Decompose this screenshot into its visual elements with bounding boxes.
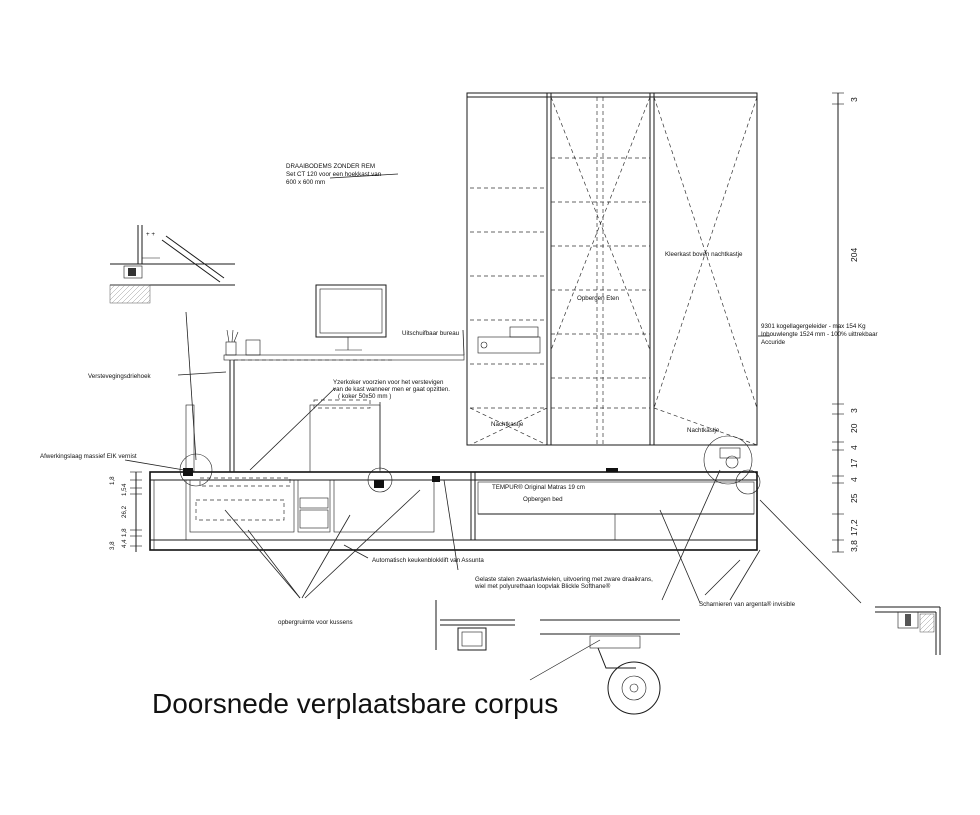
label-opbergruimte: opbergruimte voor kussens (278, 619, 353, 626)
dim-left-4: 1,8 (121, 528, 128, 537)
drawing-title: Doorsnede verplaatsbare corpus (152, 688, 559, 719)
dimension-left (130, 471, 142, 552)
label-verstevigingsdriehoek: Verstevegingsdriehoek (88, 373, 152, 380)
tall-cabinet (466, 92, 758, 446)
label-uitschuifbaar-bureau: Uitschuifbaar bureau (402, 330, 460, 337)
dim-left-0: 1,8 (109, 476, 116, 485)
dim-left-5: 4,4 (121, 539, 128, 548)
detail-caster-wheel (529, 619, 680, 715)
label-kogellager-1: 9301 kogellagergeleider - max 154 Kg (761, 323, 866, 330)
dimension-right-labels: 3 204 3 20 4 17 4 25 17,2 3,8 (849, 97, 859, 552)
dim-right-6: 4 (849, 477, 859, 482)
label-kogellager-3: Accuride (761, 339, 786, 346)
desk (185, 284, 465, 473)
dim-left-2: 1,5 (121, 487, 128, 496)
dim-right-5: 17 (849, 458, 859, 468)
label-opbergen-eten: Opbergen Eten (577, 295, 620, 302)
dim-right-3: 20 (849, 423, 859, 433)
svg-text:+ +: + + (146, 231, 155, 238)
label-nachtkastje-right: Nachtkastje (687, 427, 720, 434)
label-draaibodems-2: Set CT 120 voor een hoekkast van (286, 171, 382, 178)
label-opbergen-bed: Opbergen bed (523, 496, 563, 503)
dimension-left-labels: 1,8 4 1,5 26,2 1,8 4,4 3,8 (109, 476, 128, 550)
base-corpus (149, 435, 761, 551)
detail-right (875, 606, 941, 655)
label-keukenblokklift: Automatisch keukenblokklift van Assunta (372, 557, 484, 564)
dim-right-9: 3,8 (849, 540, 859, 552)
detail-bottom-middle (435, 600, 515, 651)
dim-left-3: 26,2 (121, 505, 128, 518)
label-zwenkwielen-2: wiel met polyurethaan loopvlak Blickle S… (474, 583, 611, 590)
dim-left-1: 4 (121, 483, 128, 487)
label-scharnieren: Scharnieren van argenta® invisible (699, 601, 796, 608)
dim-right-0: 3 (849, 97, 859, 102)
label-nachtkastje-left: Nachtkastje (491, 421, 524, 428)
dim-right-7: 25 (849, 493, 859, 503)
dim-right-2: 3 (849, 408, 859, 413)
label-ijzerkoker-2: van de kast wanneer men er gaat opzitten… (333, 386, 450, 393)
label-ijzerkoker-3: ( koker 50x50 mm ) (338, 393, 391, 400)
dim-right-4: 4 (849, 445, 859, 450)
dim-right-1: 204 (849, 248, 859, 262)
detail-top-left: + + (109, 225, 235, 304)
dim-left-6: 3,8 (109, 541, 116, 550)
label-afwerkingslaag: Afwerkingslaag massief EIK vernist (40, 453, 137, 460)
label-matras: TEMPUR® Original Matras 19 cm (492, 484, 585, 491)
annotations: DRAAIBODEMS ZONDER REM Set CT 120 voor e… (40, 163, 878, 626)
label-draaibodems-1: DRAAIBODEMS ZONDER REM (286, 163, 375, 170)
label-ijzerkoker-1: Yzerkoker voorzien voor het verstevigen (333, 379, 444, 386)
leader-lines (124, 173, 862, 604)
dim-right-8: 17,2 (849, 519, 859, 536)
label-kogellager-2: Inbouwlengte 1524 mm - 100% uittrekbaar (761, 331, 878, 338)
label-kleerkast: Kleerkast boven nachtkastje (665, 251, 743, 258)
label-zwenkwielen-1: Gelaste stalen zwaarlastwielen, uitvoeri… (475, 576, 653, 583)
dimension-right (832, 92, 844, 553)
label-draaibodems-3: 600 x 600 mm (286, 179, 325, 186)
